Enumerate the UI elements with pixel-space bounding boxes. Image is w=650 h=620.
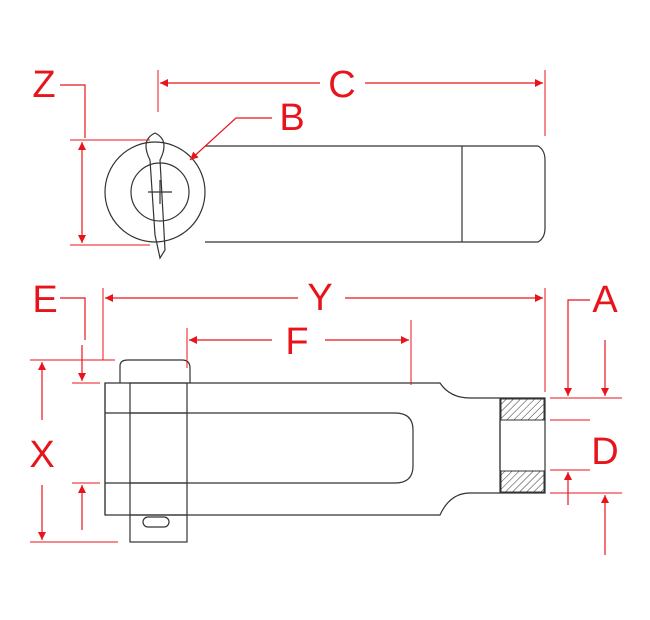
dim-label-b: B	[279, 97, 304, 139]
dim-label-c: C	[328, 64, 355, 106]
cotter-pin	[145, 132, 166, 260]
hatched-thread-bottom	[500, 470, 545, 493]
dim-label-d: D	[591, 431, 618, 473]
dim-label-f: F	[285, 321, 308, 363]
clevis-pin	[119, 359, 191, 543]
hatched-thread-top	[500, 398, 545, 421]
pin-top-view	[104, 132, 546, 260]
clevis-body	[104, 382, 546, 516]
dim-label-x: X	[29, 434, 54, 476]
dim-label-e: E	[32, 279, 57, 321]
dim-label-z: Z	[32, 64, 55, 106]
dim-label-y: Y	[307, 277, 332, 319]
dim-label-a: A	[592, 279, 618, 321]
